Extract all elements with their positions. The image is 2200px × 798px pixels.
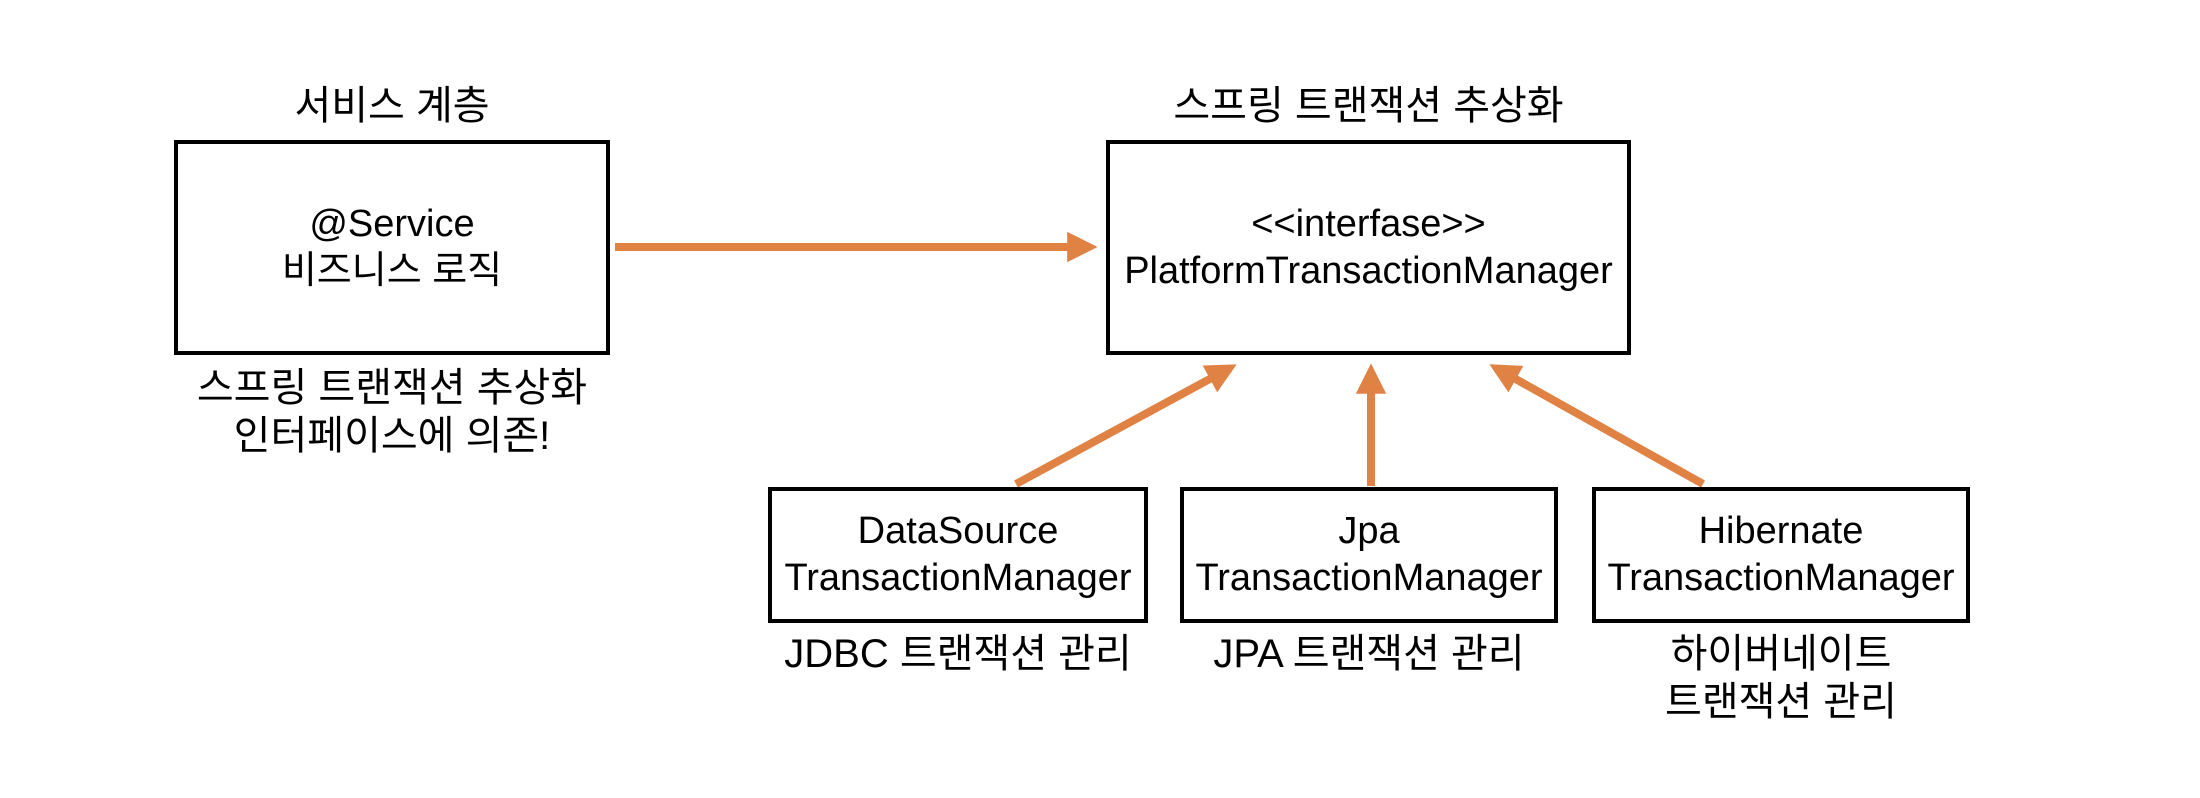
service-box: @Service 비즈니스 로직 <box>174 140 610 355</box>
hibernate-transaction-manager-box: Hibernate TransactionManager <box>1592 487 1970 623</box>
hibernate-transaction-caption-line1: 하이버네이트 <box>1670 632 1892 676</box>
datasource-text-line2: TransactionManager <box>784 557 1132 599</box>
interface-stereotype-text: <<interfase>> <box>1251 202 1486 245</box>
platform-transaction-manager-box: <<interfase>> PlatformTransactionManager <box>1106 140 1631 355</box>
jpa-text-line1: Jpa <box>1338 510 1400 552</box>
jpa-text-line2: TransactionManager <box>1195 557 1543 599</box>
platform-transaction-manager-text: PlatformTransactionManager <box>1124 249 1613 292</box>
spring-transaction-abstraction-label: 스프링 트랜잭션 추상화 <box>1173 84 1564 128</box>
jpa-transaction-manager-box: Jpa TransactionManager <box>1180 487 1558 623</box>
service-annotation-text: @Service <box>309 202 475 245</box>
jdbc-transaction-caption: JDBC 트랜잭션 관리 <box>784 632 1132 676</box>
service-layer-label: 서비스 계층 <box>294 84 490 128</box>
hibernate-text-line1: Hibernate <box>1698 510 1864 552</box>
hibernate-transaction-caption: 하이버네이트 트랜잭션 관리 <box>1542 630 2020 726</box>
hibernate-transaction-caption-line2: 트랜잭션 관리 <box>1665 680 1897 724</box>
arrow-datasource-to-interface <box>1014 364 1237 488</box>
hibernate-text-line2: TransactionManager <box>1607 557 1955 599</box>
business-logic-text: 비즈니스 로직 <box>281 249 503 292</box>
service-dependency-caption-line1: 스프링 트랜잭션 추상화 <box>196 366 588 410</box>
datasource-transaction-manager-box: DataSource TransactionManager <box>768 487 1148 623</box>
arrow-hibernate-to-interface <box>1489 364 1705 488</box>
service-dependency-caption-line2: 인터페이스에 의존! <box>233 414 551 458</box>
datasource-text-line1: DataSource <box>857 510 1059 552</box>
jpa-transaction-caption: JPA 트랜잭션 관리 <box>1213 632 1525 676</box>
service-dependency-caption: 스프링 트랜잭션 추상화 인터페이스에 의존! <box>92 364 692 460</box>
